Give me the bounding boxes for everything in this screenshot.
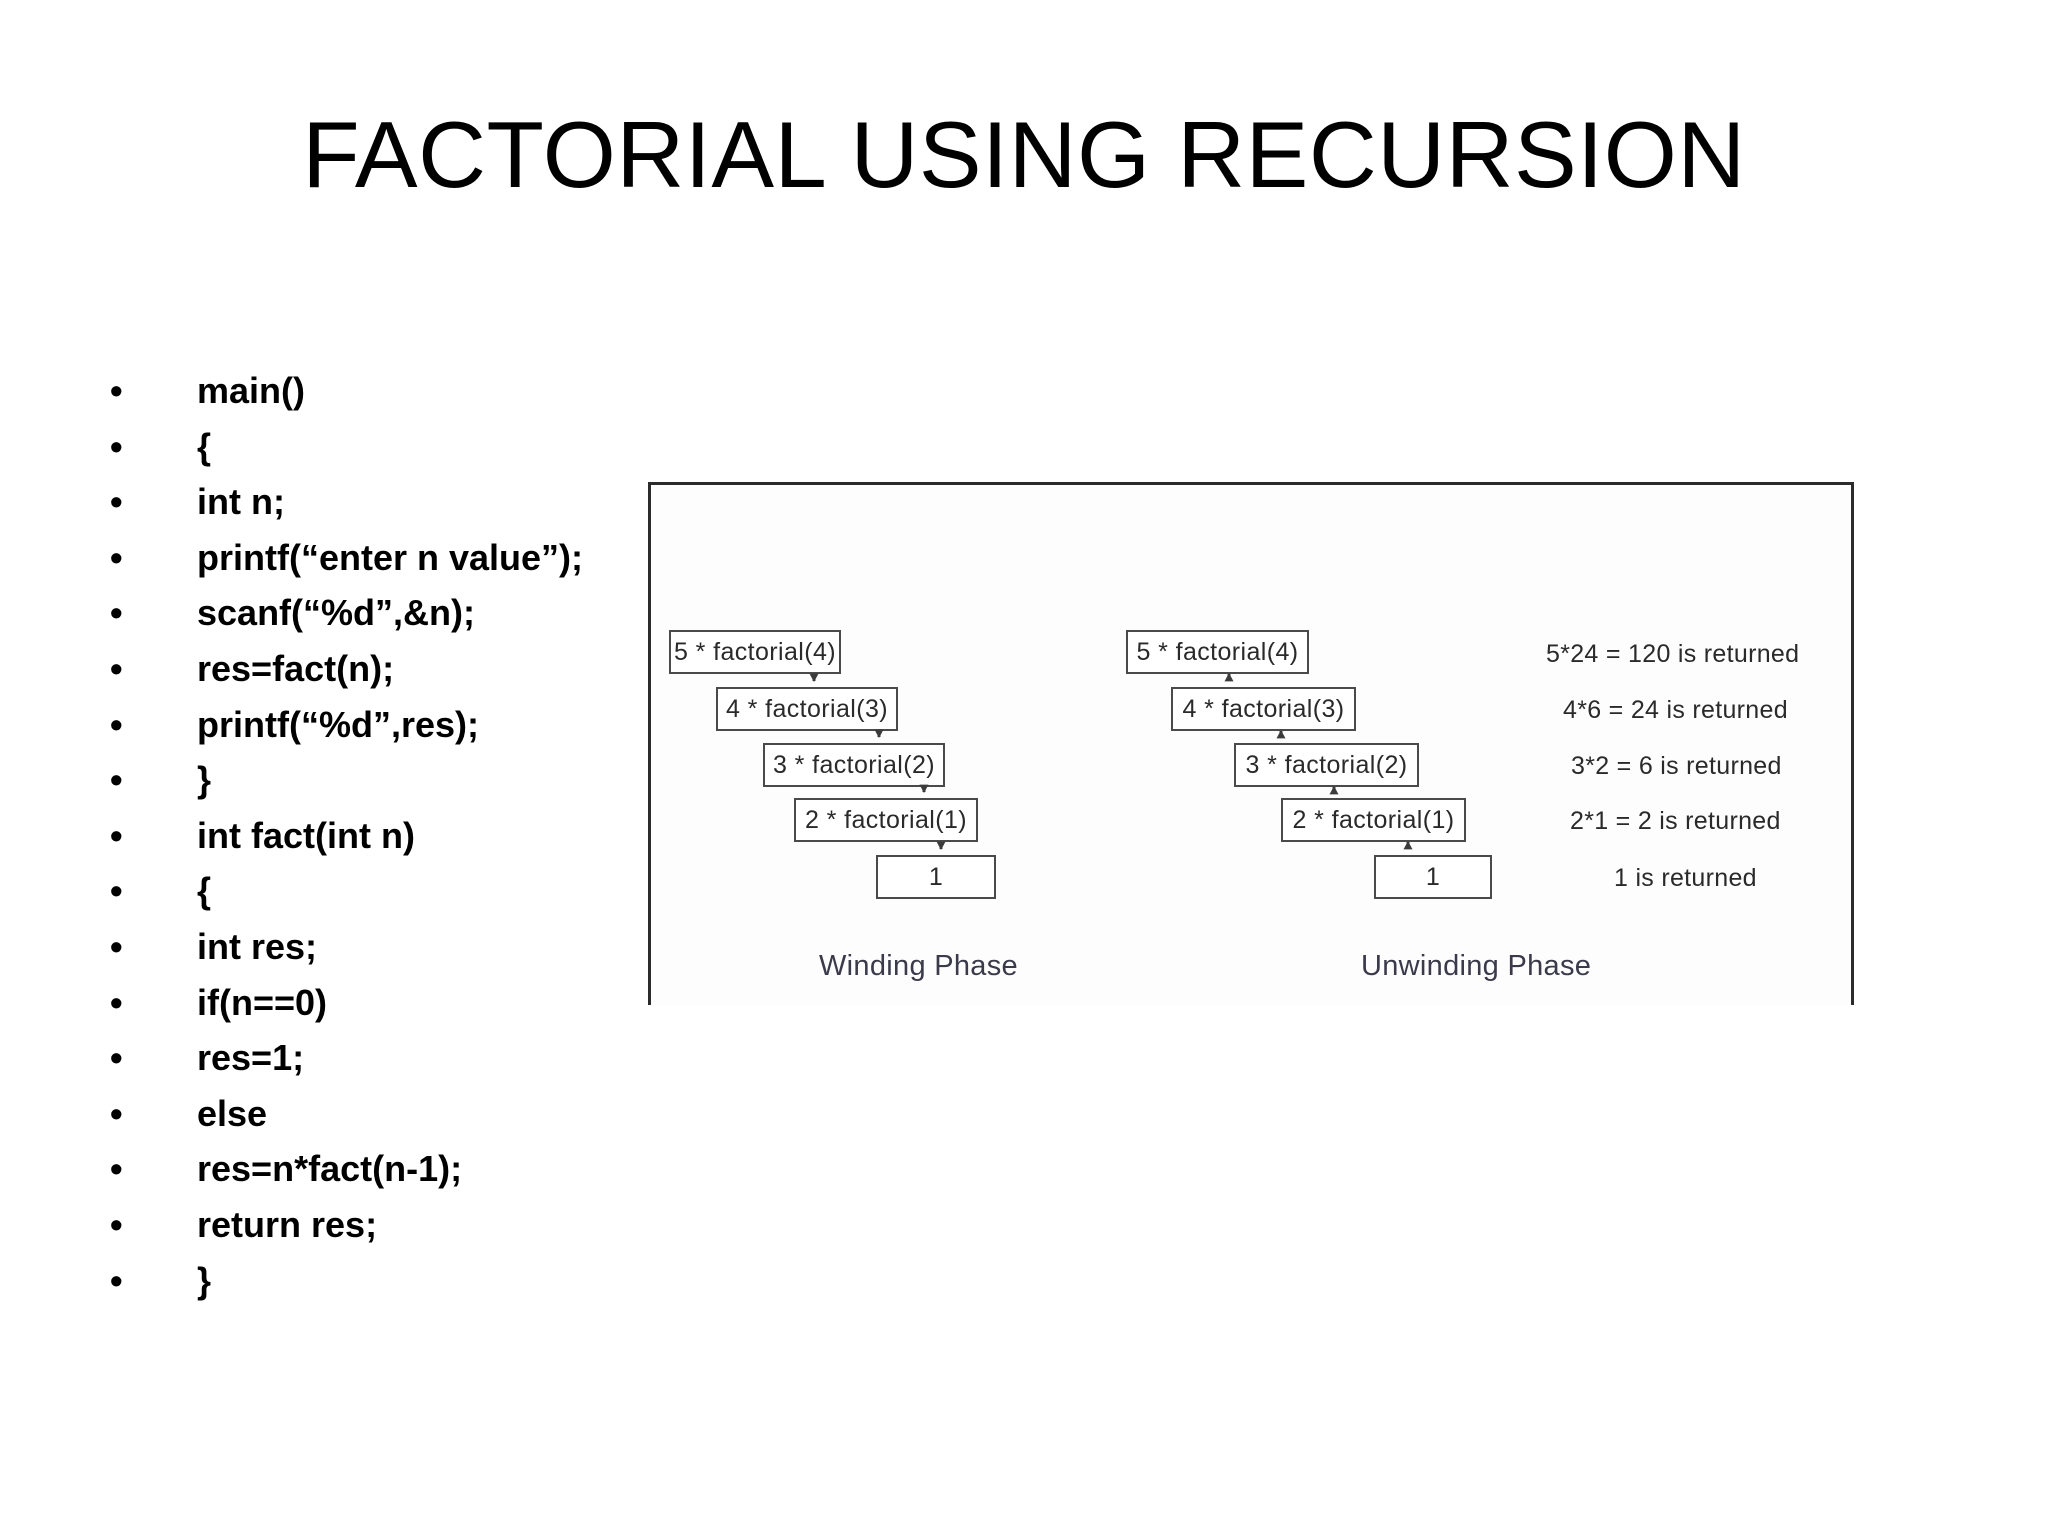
bullet-icon: • bbox=[110, 1259, 123, 1301]
return-note-0: 5*24 = 120 is returned bbox=[1546, 640, 1800, 668]
winding-arrows bbox=[809, 673, 946, 850]
list-item: • res=1; bbox=[110, 1030, 670, 1086]
list-item: • printf(“%d”,res); bbox=[110, 697, 670, 753]
bullet-icon: • bbox=[110, 703, 123, 745]
bullet-icon: • bbox=[110, 1092, 123, 1134]
code-line: if(n==0) bbox=[197, 981, 328, 1023]
page-title: FACTORIAL USING RECURSION bbox=[302, 102, 1746, 207]
bullet-icon: • bbox=[110, 1203, 123, 1245]
bullet-icon: • bbox=[110, 981, 123, 1023]
list-item: • res=fact(n); bbox=[110, 641, 670, 697]
bullet-icon: • bbox=[110, 925, 123, 967]
winding-box-4: 1 bbox=[876, 855, 996, 899]
code-line: } bbox=[197, 759, 212, 801]
code-line: } bbox=[197, 1259, 212, 1301]
bullet-icon: • bbox=[110, 1148, 123, 1190]
bullet-icon: • bbox=[110, 814, 123, 856]
list-item: • printf(“enter n value”); bbox=[110, 530, 670, 586]
list-item: • return res; bbox=[110, 1197, 670, 1253]
code-line: else bbox=[197, 1092, 268, 1134]
unwinding-box-2: 3 * factorial(2) bbox=[1234, 743, 1419, 787]
code-line: int n; bbox=[197, 481, 285, 523]
list-item: • main() bbox=[110, 363, 670, 419]
bullet-icon: • bbox=[110, 1037, 123, 1079]
code-line: return res; bbox=[197, 1203, 378, 1245]
bullet-icon: • bbox=[110, 592, 123, 634]
bullet-icon: • bbox=[110, 370, 123, 411]
recursion-diagram: 5 * factorial(4) 4 * factorial(3) 3 * fa… bbox=[648, 482, 1854, 1005]
return-note-3: 2*1 = 2 is returned bbox=[1570, 807, 1781, 835]
unwinding-box-0: 5 * factorial(4) bbox=[1126, 630, 1309, 674]
code-line: res=fact(n); bbox=[197, 647, 395, 689]
list-item: • { bbox=[110, 419, 670, 475]
unwinding-box-4: 1 bbox=[1374, 855, 1492, 899]
list-item: • } bbox=[110, 1253, 670, 1309]
winding-box-3: 2 * factorial(1) bbox=[794, 798, 978, 842]
bullet-icon: • bbox=[110, 647, 123, 689]
code-line: res=n*fact(n-1); bbox=[197, 1148, 463, 1190]
code-listing: • main() • { • int n; • printf(“enter n … bbox=[110, 363, 670, 1308]
unwinding-box-1: 4 * factorial(3) bbox=[1171, 687, 1356, 731]
code-line: main() bbox=[197, 370, 305, 411]
winding-box-1: 4 * factorial(3) bbox=[716, 687, 898, 731]
winding-box-2: 3 * factorial(2) bbox=[763, 743, 945, 787]
return-note-1: 4*6 = 24 is returned bbox=[1563, 696, 1788, 724]
return-note-4: 1 is returned bbox=[1614, 864, 1757, 892]
list-item: • int n; bbox=[110, 474, 670, 530]
bullet-icon: • bbox=[110, 425, 123, 467]
unwinding-arrows bbox=[1224, 673, 1413, 850]
code-line: { bbox=[197, 425, 212, 467]
code-line: printf(“%d”,res); bbox=[197, 703, 479, 745]
winding-box-0: 5 * factorial(4) bbox=[669, 630, 841, 674]
list-item: • scanf(“%d”,&n); bbox=[110, 585, 670, 641]
bullet-icon: • bbox=[110, 481, 123, 523]
list-item: • int fact(int n) bbox=[110, 808, 670, 864]
unwinding-box-3: 2 * factorial(1) bbox=[1281, 798, 1466, 842]
winding-phase-label: Winding Phase bbox=[819, 950, 1018, 982]
code-line: scanf(“%d”,&n); bbox=[197, 592, 475, 634]
code-line: int res; bbox=[197, 925, 318, 967]
code-line: int fact(int n) bbox=[197, 814, 415, 856]
list-item: • res=n*fact(n-1); bbox=[110, 1141, 670, 1197]
bullet-icon: • bbox=[110, 536, 123, 578]
bullet-icon: • bbox=[110, 759, 123, 801]
return-note-2: 3*2 = 6 is returned bbox=[1571, 752, 1782, 780]
code-line: res=1; bbox=[197, 1037, 305, 1079]
list-item: • if(n==0) bbox=[110, 975, 670, 1031]
unwinding-phase-label: Unwinding Phase bbox=[1361, 950, 1592, 982]
code-line: printf(“enter n value”); bbox=[197, 536, 584, 578]
bullet-icon: • bbox=[110, 870, 123, 912]
code-line: { bbox=[197, 870, 212, 912]
list-item: • int res; bbox=[110, 919, 670, 975]
list-item: • else bbox=[110, 1086, 670, 1142]
list-item: • } bbox=[110, 752, 670, 808]
list-item: • { bbox=[110, 863, 670, 919]
